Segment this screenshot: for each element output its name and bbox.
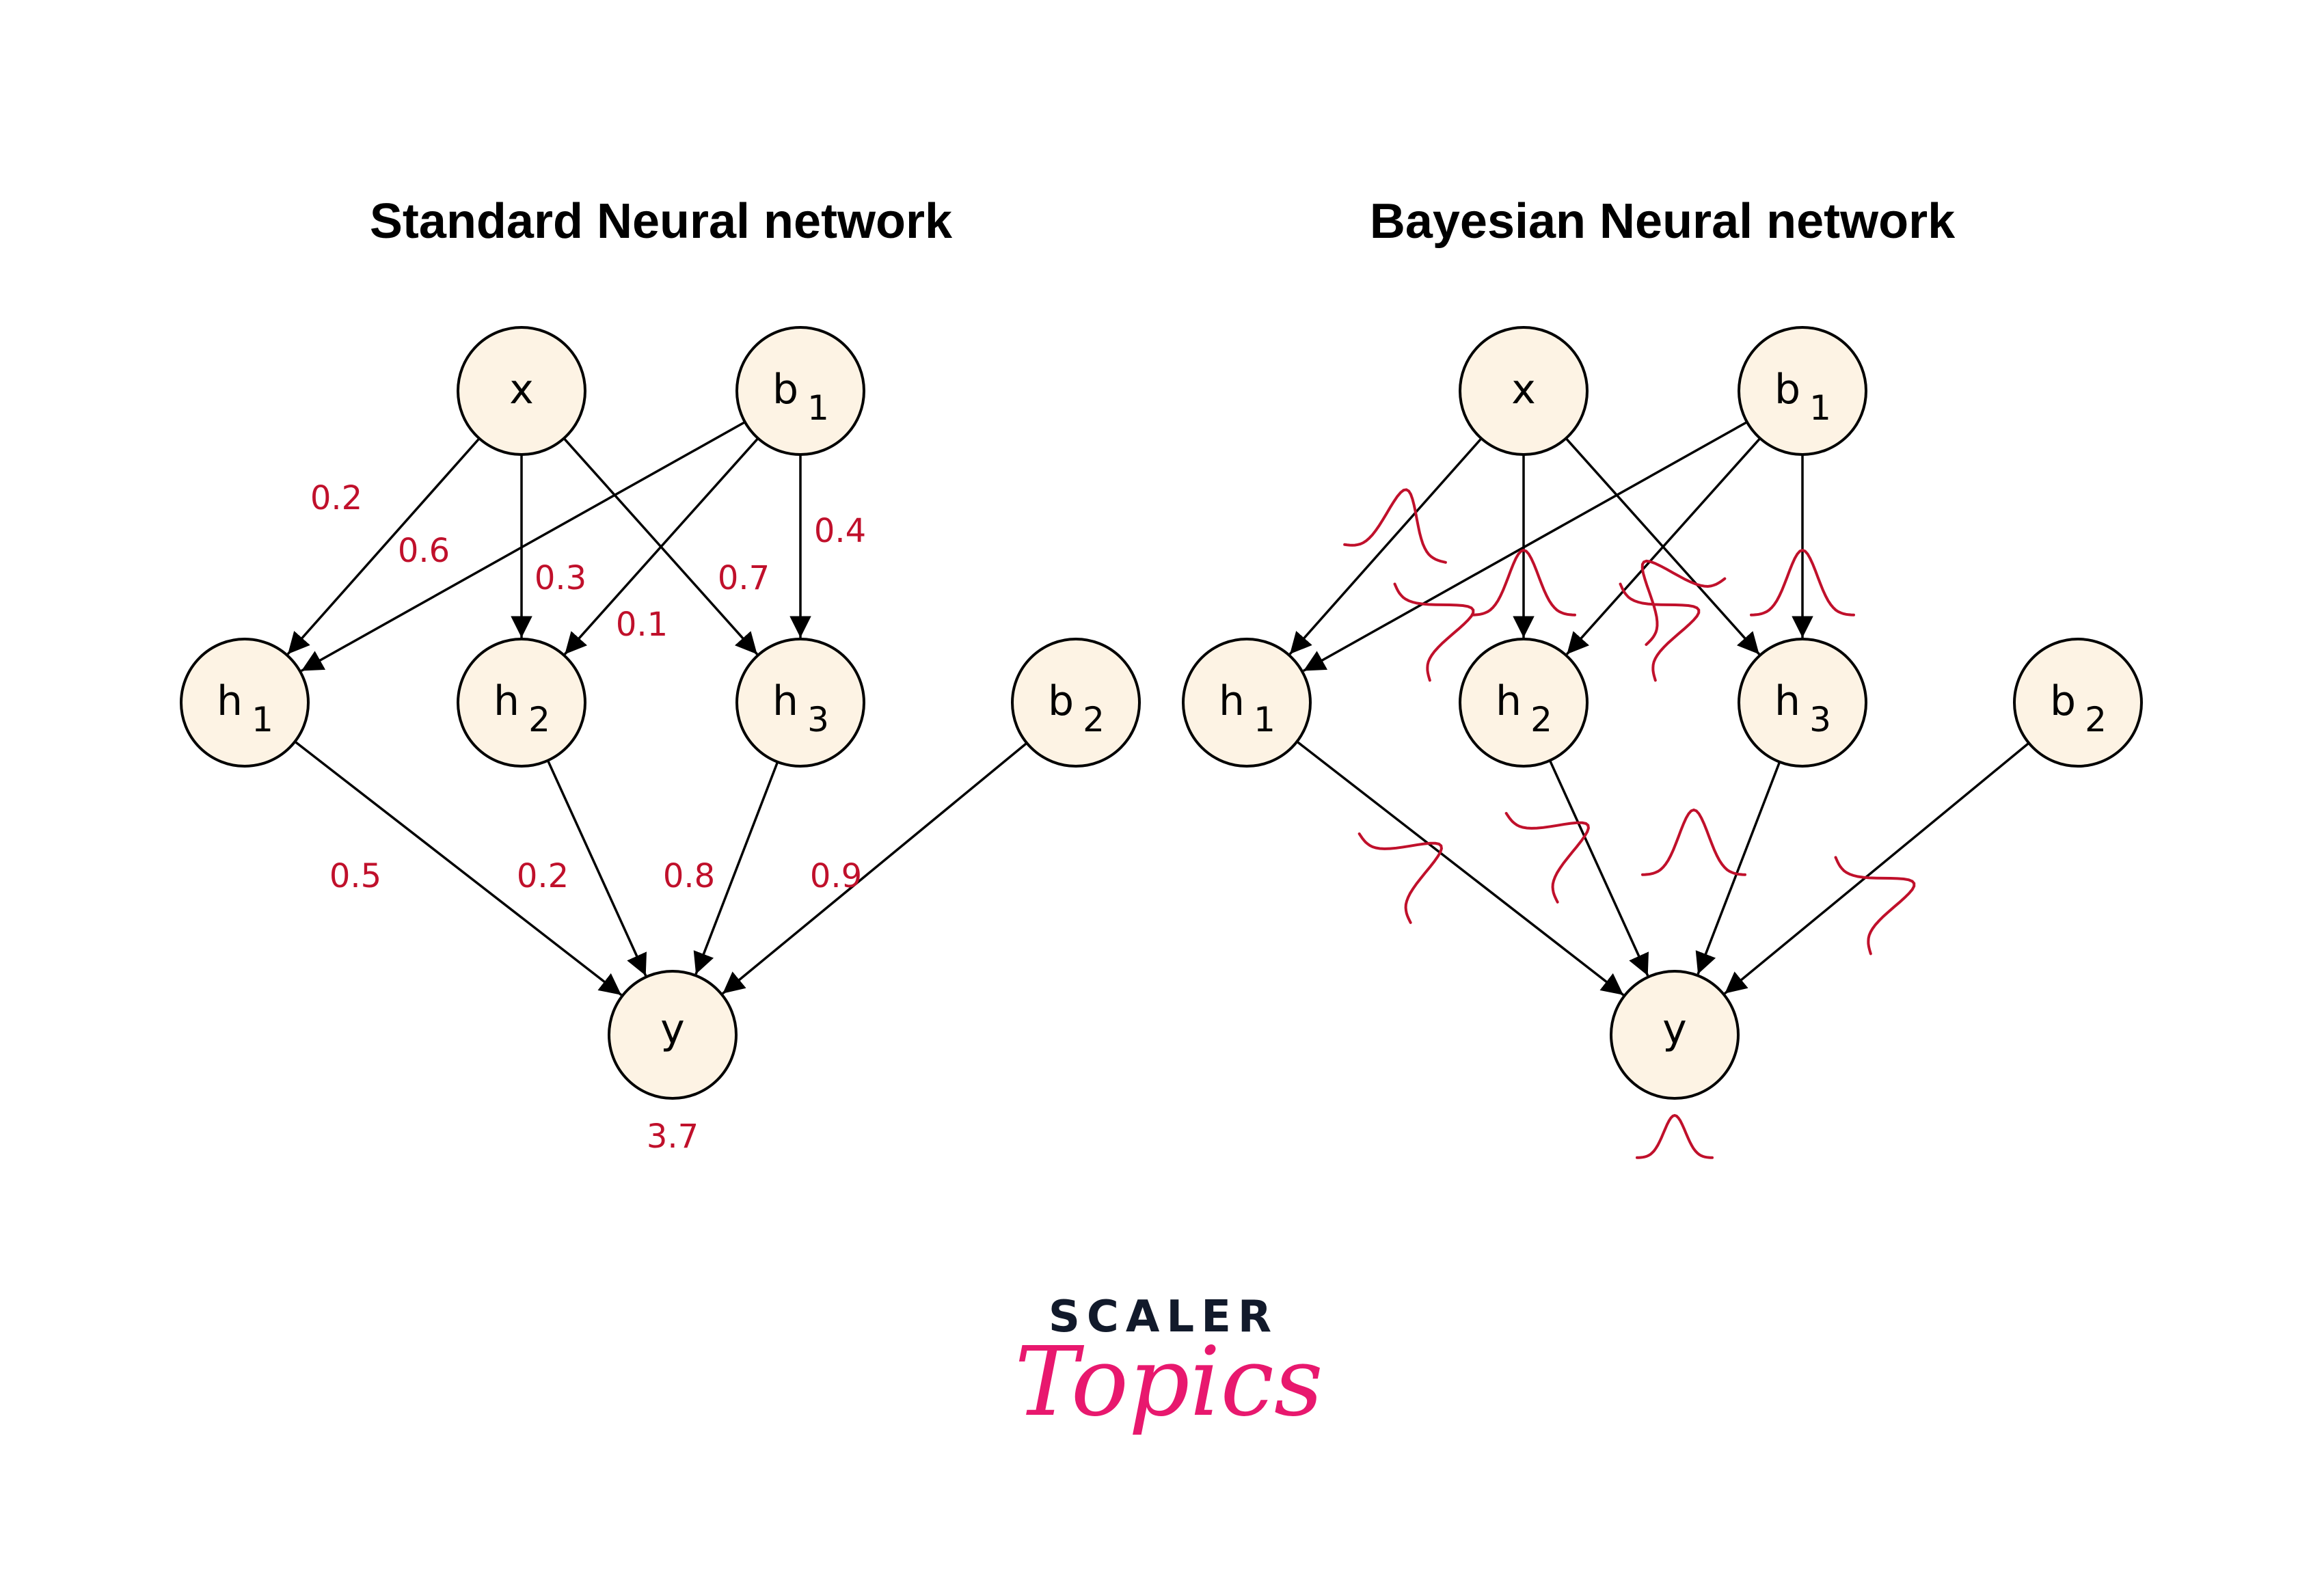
weight-label-b1-h3: 0.4 [814, 512, 866, 550]
edge-h2-to-y [1548, 759, 1649, 977]
weight-distribution-h1-y [1357, 832, 1444, 924]
node-label-h2: h [1496, 677, 1522, 725]
node-label-h2: h [494, 677, 519, 725]
edge-b1-to-h1 [1303, 420, 1748, 673]
edge-h1-to-y [1296, 740, 1625, 997]
edge-h2-to-y [546, 759, 647, 977]
weight-distribution-h2-y [1504, 811, 1591, 904]
node-label-b1: b [1774, 366, 1800, 414]
edge-b2-to-y [722, 742, 1028, 994]
node-x: x [1459, 326, 1589, 456]
weight-distribution-x-h3 [1640, 559, 1727, 647]
node-circle-h3 [735, 638, 865, 768]
node-subscript-b1: 1 [807, 388, 829, 428]
node-circle-b2 [1011, 638, 1141, 768]
weight-distribution-h3-y [1641, 808, 1746, 876]
node-circle-y [608, 970, 738, 1100]
node-y: y [608, 970, 738, 1100]
node-circle-x [457, 326, 586, 456]
edge-x-to-h1 [1288, 437, 1483, 655]
edge-b2-to-y [1724, 742, 2030, 994]
node-label-x: x [1511, 366, 1536, 414]
node-circle-x [1459, 326, 1589, 456]
edge-b1-to-h1 [301, 420, 746, 673]
node-x: x [457, 326, 586, 456]
node-circle-h2 [457, 638, 586, 768]
node-circle-b1 [1738, 326, 1867, 456]
output-value: 3.7 [647, 1117, 699, 1156]
node-label-b2: b [2050, 677, 2076, 725]
node-label-b2: b [1048, 677, 1074, 725]
node-label-y: y [1662, 1005, 1687, 1053]
weight-label-x-h3: 0.7 [718, 559, 770, 597]
weight-label-h2-y: 0.2 [517, 857, 569, 895]
node-circle-h1 [180, 638, 310, 768]
weight-label-b2-y: 0.9 [810, 857, 862, 895]
edge-h3-to-y [1695, 761, 1781, 975]
output-distribution [1636, 1113, 1714, 1159]
weight-label-h1-y: 0.5 [329, 857, 381, 895]
weight-label-x-h2: 0.3 [535, 559, 586, 597]
edge-h3-to-y [693, 761, 779, 975]
node-label-h1: h [217, 677, 243, 725]
weight-distribution-x-h2 [1471, 548, 1576, 616]
node-circle-h1 [1182, 638, 1312, 768]
node-label-h3: h [772, 677, 798, 725]
weight-label-b1-h2: 0.1 [616, 606, 668, 644]
weight-distribution-x-h1 [1343, 488, 1447, 564]
node-circle-b2 [2013, 638, 2143, 768]
node-subscript-b2: 2 [2085, 700, 2107, 740]
logo-scaler-text: SCALER [1049, 1292, 1278, 1342]
weight-label-x-h1: 0.2 [310, 479, 362, 517]
weight-distribution-b1-h3 [1750, 548, 1855, 616]
node-label-x: x [509, 366, 534, 414]
node-circle-b1 [735, 326, 865, 456]
edge-h1-to-y [294, 740, 623, 997]
node-subscript-h2: 2 [1530, 700, 1552, 740]
node-label-h3: h [1774, 677, 1800, 725]
edge-x-to-h1 [286, 437, 481, 655]
node-label-y: y [660, 1005, 685, 1053]
node-circle-y [1610, 970, 1740, 1100]
node-subscript-h1: 1 [252, 700, 273, 740]
node-label-b1: b [772, 366, 798, 414]
node-label-h1: h [1219, 677, 1245, 725]
node-subscript-h2: 2 [528, 700, 550, 740]
node-circle-h3 [1738, 638, 1867, 768]
node-subscript-b2: 2 [1083, 700, 1105, 740]
weight-label-h3-y: 0.8 [663, 857, 715, 895]
node-circle-h2 [1459, 638, 1589, 768]
node-y: y [1610, 970, 1740, 1100]
node-subscript-h1: 1 [1254, 700, 1275, 740]
weight-distribution-b1-h2 [1619, 582, 1701, 682]
weight-distribution-b2-y [1834, 856, 1916, 956]
edge-x-to-h3 [1565, 437, 1761, 655]
edge-x-to-h3 [563, 437, 759, 655]
weight-label-b1-h1: 0.6 [398, 532, 450, 570]
logo-topics-text: Topics [1014, 1327, 1323, 1438]
node-subscript-b1: 1 [1809, 388, 1831, 428]
weight-distribution-b1-h1 [1393, 582, 1475, 682]
node-subscript-h3: 3 [807, 700, 829, 740]
standard-network-title: Standard Neural network [370, 194, 953, 249]
node-subscript-h3: 3 [1809, 700, 1831, 740]
bayesian-network-title: Bayesian Neural network [1370, 194, 1956, 249]
scaler-topics-logo: SCALER Topics [1014, 1292, 1323, 1438]
